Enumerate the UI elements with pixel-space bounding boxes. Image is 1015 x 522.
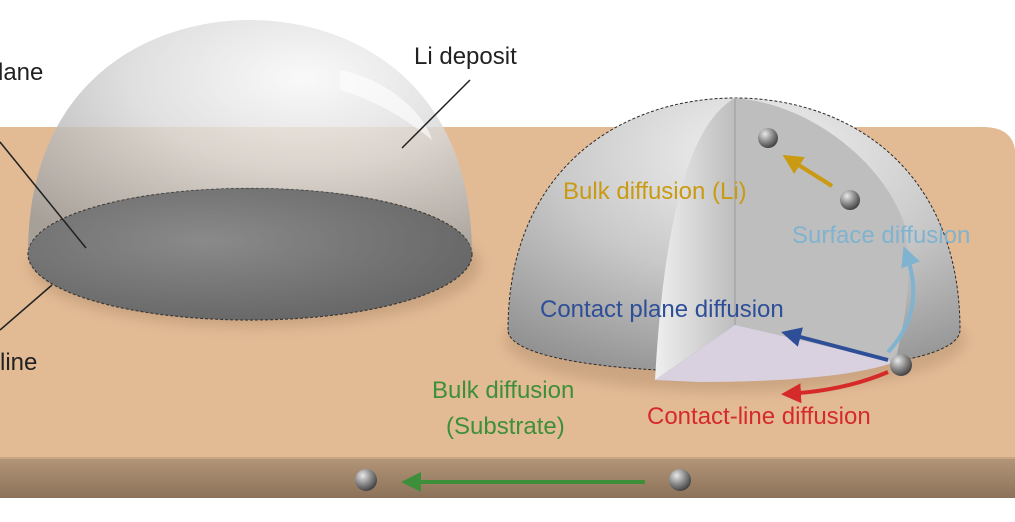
label-bulk-substrate-1: Bulk diffusion (432, 377, 574, 404)
arrow-contact-line (781, 370, 889, 404)
label-contact-plane: lane (0, 59, 43, 86)
label-surface: Surface diffusion (792, 222, 970, 249)
leader-contact-plane (0, 141, 87, 249)
arrow-contact-plane (781, 327, 889, 362)
label-li-deposit: Li deposit (414, 43, 517, 70)
cutaway-floor (655, 325, 895, 382)
leader-contact-line (0, 284, 53, 331)
atom (355, 469, 377, 491)
atom (890, 354, 912, 376)
substrate-side (0, 458, 1015, 498)
label-contact-plane-diffusion: Contact plane diffusion (540, 296, 784, 323)
cutaway-wedge-right (735, 98, 909, 362)
label-bulk-substrate-2: (Substrate) (446, 413, 565, 440)
cutaway-wedge-left (655, 98, 735, 380)
label-bulk-li: Bulk diffusion (Li) (563, 178, 747, 205)
atom (840, 190, 860, 210)
atom (669, 469, 691, 491)
arrow-bulk-li (782, 154, 834, 188)
atom (758, 128, 778, 148)
leader-li-deposit (401, 79, 471, 149)
contact-plane-base (27, 187, 473, 321)
label-contact-line-diffusion: Contact-line diffusion (647, 403, 871, 430)
left-dome-highlight (340, 70, 432, 140)
arrow-surface (886, 246, 920, 354)
label-contact-line: line (0, 349, 37, 376)
